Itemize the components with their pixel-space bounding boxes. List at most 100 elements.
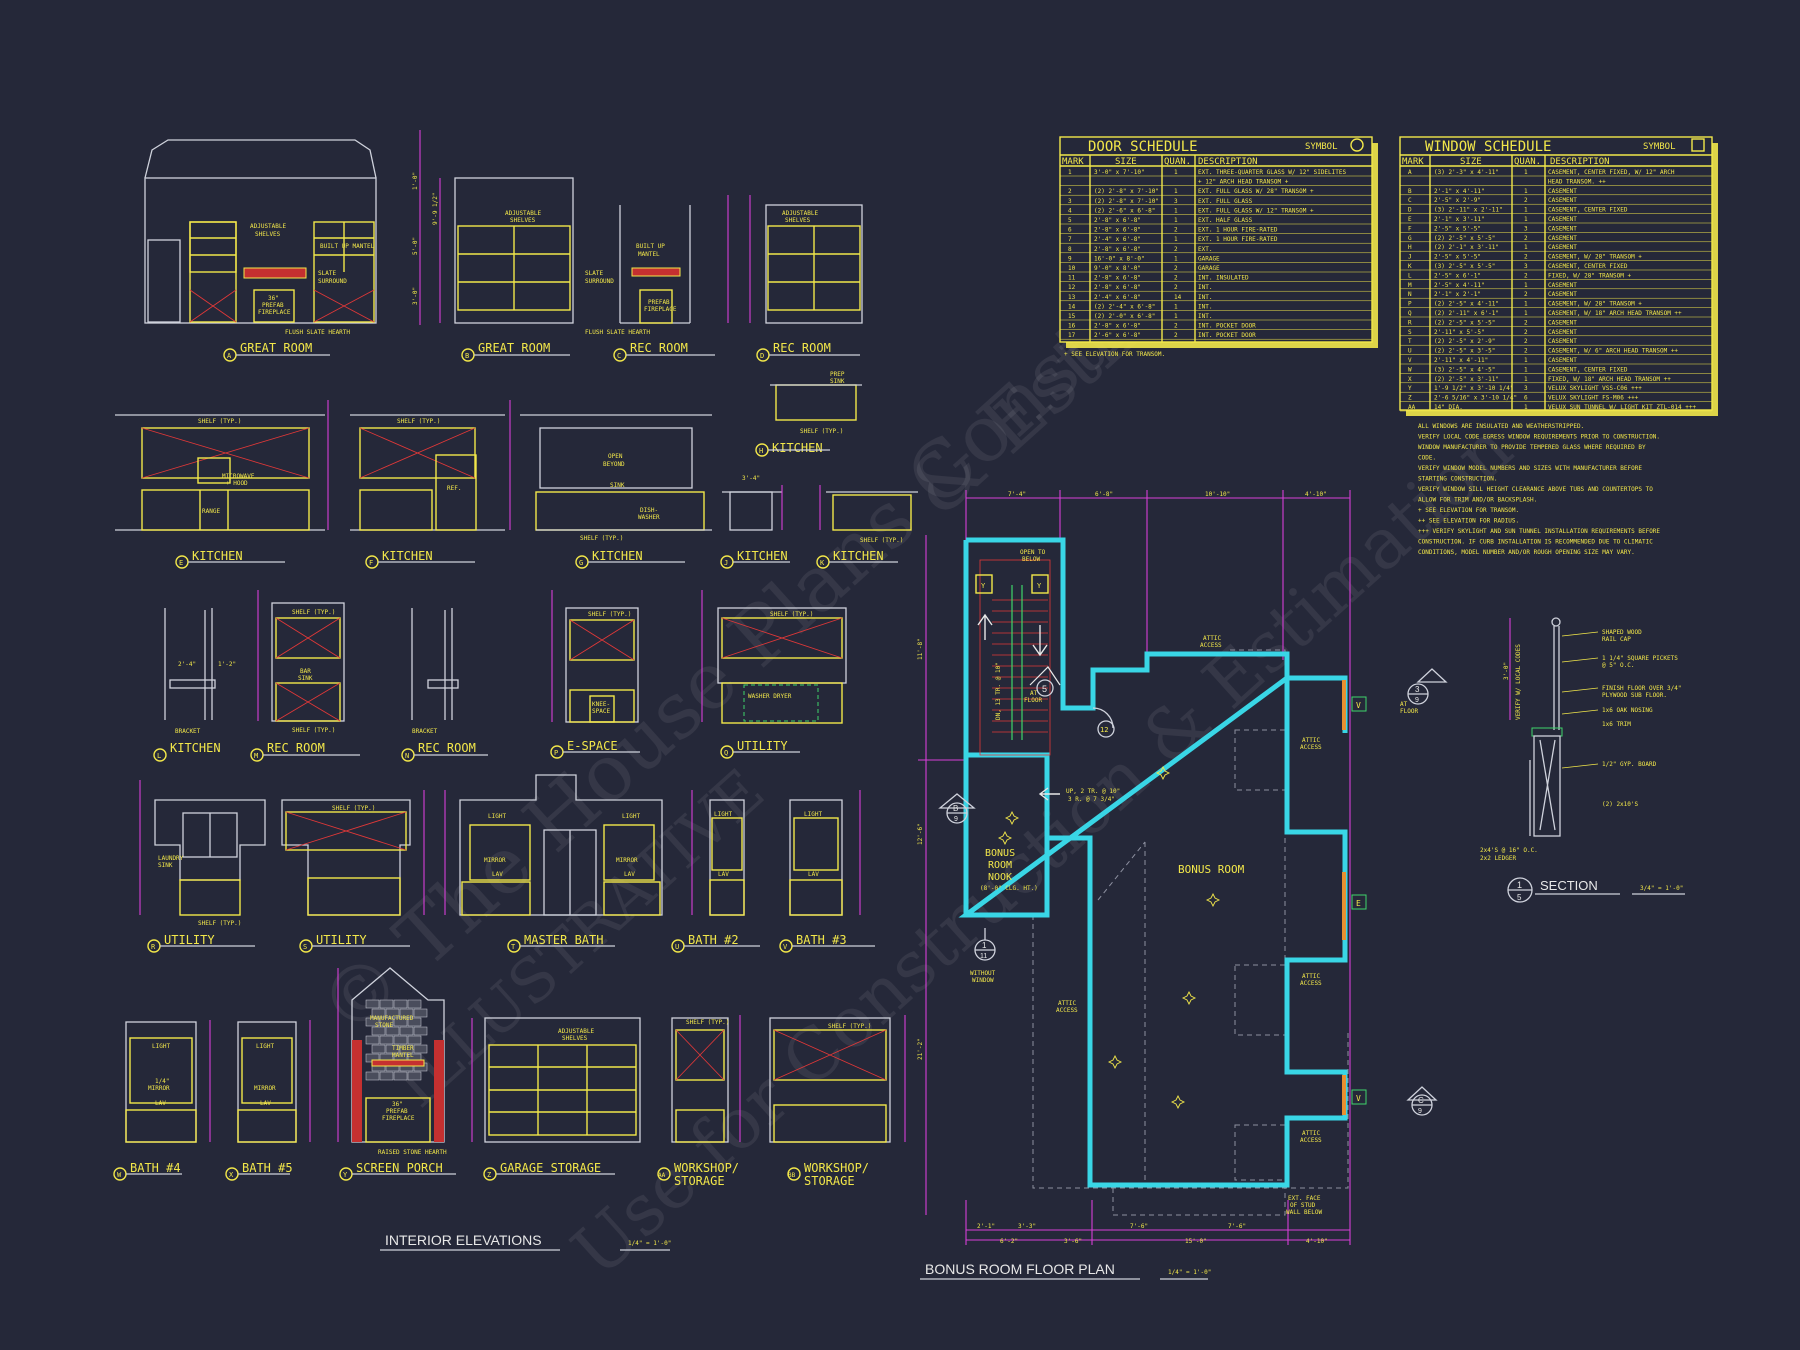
schedule-cell: EXT. THREE-QUARTER GLASS W/ 12" SIDELITE… [1198, 169, 1346, 176]
callout-v-lav: LAV [808, 871, 819, 878]
fp-bottom-dim-4: 7'-6" [1228, 1223, 1246, 1230]
elev-mark-u: U [675, 943, 679, 951]
schedule-cell: 1 [1524, 366, 1528, 373]
callout-d-shelves: SHELVES [785, 217, 811, 224]
callout-e-range: RANGE [202, 508, 220, 515]
elev-label-bb-2: STORAGE [804, 1174, 855, 1188]
schedule-cell: 13 [1068, 294, 1076, 301]
schedule-cell: E [1408, 216, 1412, 223]
callout-u-light: LIGHT [714, 811, 732, 818]
fp-left-dim-2: 12'-6" [917, 823, 924, 845]
callout-n-bracket: BRACKET [412, 728, 438, 735]
fp-sec-c: C [1418, 1096, 1424, 1105]
stair-treads [992, 599, 1048, 733]
schedule-cell: (2) 2'-5" x 2'-9" [1434, 338, 1495, 345]
elev-mark-aa: AA [658, 1172, 666, 1179]
schedule-cell: INT. [1198, 284, 1212, 291]
fp-left-dim-3: 21'-2" [917, 1038, 924, 1060]
schedule-cell: 2'-5" x 6'-1" [1434, 272, 1481, 279]
window-note: STARTING CONSTRUCTION. [1418, 476, 1497, 483]
schedule-cell: 2 [1174, 265, 1178, 272]
schedule-cell: 1 [1068, 169, 1072, 176]
elev-label-n: REC ROOM [418, 741, 476, 755]
fp-attic-4b: ACCESS [1300, 1137, 1322, 1144]
section-note: 1/2" GYP. BOARD [1602, 761, 1657, 768]
schedule-cell: 2'-8" x 6'-8" [1094, 217, 1141, 224]
elev-mark-e: E [179, 559, 183, 567]
elev-label-h: KITCHEN [772, 441, 823, 455]
callout-r-shelf: SHELF (TYP.) [198, 920, 241, 927]
fp-bottom-dim-2: 3'-3" [1018, 1223, 1036, 1230]
fp-bottom2-dim-1: 6'-2" [1000, 1238, 1018, 1245]
schedule-cell: K [1408, 263, 1412, 270]
callout-slate: SLATE [318, 270, 336, 277]
schedule-cell: 1 [1524, 310, 1528, 317]
fp-attic-2a: ATTIC [1302, 737, 1320, 744]
fp-sec-b-sheet: 9 [954, 816, 958, 823]
fp-nook-4: (8'-0" CLG. HT.) [980, 885, 1038, 892]
elev-mark-b: B [465, 352, 469, 360]
schedule-cell: CASEMENT [1548, 197, 1577, 204]
schedule-cell: 1 [1524, 301, 1528, 308]
callout-x-light: LIGHT [256, 1043, 274, 1050]
schedule-cell: GARAGE [1198, 255, 1220, 262]
fp-sec-3-sheet: 9 [1415, 697, 1419, 704]
elev-label-s: UTILITY [316, 933, 367, 947]
schedule-cell: L [1408, 272, 1412, 279]
schedule-cell: + 12" ARCH HEAD TRANSOM + [1198, 179, 1289, 186]
schedule-cell: T [1408, 338, 1412, 345]
fp-nook-1: BONUS [985, 848, 1015, 859]
schedule-cell: CASEMENT [1548, 216, 1577, 223]
schedule-cell: (3) 2'-5" x 5'-5" [1434, 263, 1495, 270]
elev-label-c: REC ROOM [630, 341, 688, 355]
callout-p-space: SPACE [592, 708, 610, 715]
schedule-cell: CASEMENT [1548, 291, 1577, 298]
callout-h-prep: PREP [830, 371, 845, 378]
schedule-cell: CASEMENT, CENTER FIXED [1548, 263, 1628, 270]
schedule-cell: EXT. 1 HOUR FIRE-RATED [1198, 227, 1278, 234]
callout-t-mirror2: MIRROR [616, 857, 638, 864]
schedule-cell: 3 [1068, 198, 1072, 205]
callout-g-washer: WASHER [638, 514, 660, 521]
elev-mark-s: S [303, 943, 307, 951]
schedule-cell: 2'-5" x 4'-11" [1434, 282, 1485, 289]
schedule-cell: 1 [1174, 169, 1178, 176]
callout-t-light1: LIGHT [488, 813, 506, 820]
interior-elevations-title: INTERIOR ELEVATIONS [385, 1232, 542, 1248]
callout-t-mirror1: MIRROR [484, 857, 506, 864]
elev-label-t: MASTER BATH [524, 933, 603, 947]
elev-label-bb: WORKSHOP/ [804, 1161, 869, 1175]
schedule-cell: HEAD TRANSOM. ++ [1548, 178, 1606, 185]
callout-bb-shelf: SHELF (TYP.) [828, 1023, 871, 1030]
callout-y-mantel: MANTEL [392, 1052, 414, 1059]
fp-sec3-at: AT [1400, 701, 1408, 708]
callout-prefab-size: 36" [268, 295, 279, 302]
schedule-cell: (2) 2'-5" x 5'-5" [1434, 319, 1495, 326]
schedule-cell: H [1408, 244, 1412, 251]
callout-v-light: LIGHT [804, 811, 822, 818]
window-schedule-header-mark: MARK [1402, 157, 1424, 167]
schedule-cell: 2'-5" x 5'-5" [1434, 225, 1481, 232]
dim-b-1: 9'-9 1/2" [432, 192, 439, 225]
schedule-cell: 1 [1524, 357, 1528, 364]
dim-l-1: 2'-4" [178, 661, 196, 668]
elevations-row-1: ADJUSTABLE SHELVES BUILT UP MANTEL SLATE… [144, 130, 863, 362]
elev-mark-q: Q [724, 749, 728, 757]
callout-y-prefab: PREFAB [386, 1108, 408, 1115]
schedule-cell: (2) 2'-5" x 4'-11" [1434, 301, 1499, 308]
skylight-icon [1107, 1054, 1123, 1070]
fp-below: BELOW [1022, 556, 1040, 563]
callout-b-adjustable: ADJUSTABLE [505, 210, 542, 217]
callout-g-sink: SINK [610, 482, 625, 489]
callout-g-dish: DISH- [640, 507, 658, 514]
door-schedule-symbol: SYMBOL [1305, 142, 1338, 152]
fp-down-note: DN, 13 TR. @ 10" [995, 662, 1002, 720]
callout-k-shelf: SHELF (TYP.) [860, 537, 903, 544]
skylight-icon [1170, 1094, 1186, 1110]
callout-e-microwave: MICROWAVE [222, 473, 255, 480]
schedule-cell: 10 [1068, 265, 1076, 272]
bonus-room-floor-plan: 7'-4" 6'-8" 10'-10" 4'-10" 11'-8" 12'-6"… [917, 490, 1448, 1245]
fp-top-dim-4: 4'-10" [1305, 491, 1327, 498]
schedule-cell: FIXED, W/ 28" TRANSOM + [1548, 272, 1631, 279]
window-schedule-header-size: SIZE [1460, 157, 1482, 167]
